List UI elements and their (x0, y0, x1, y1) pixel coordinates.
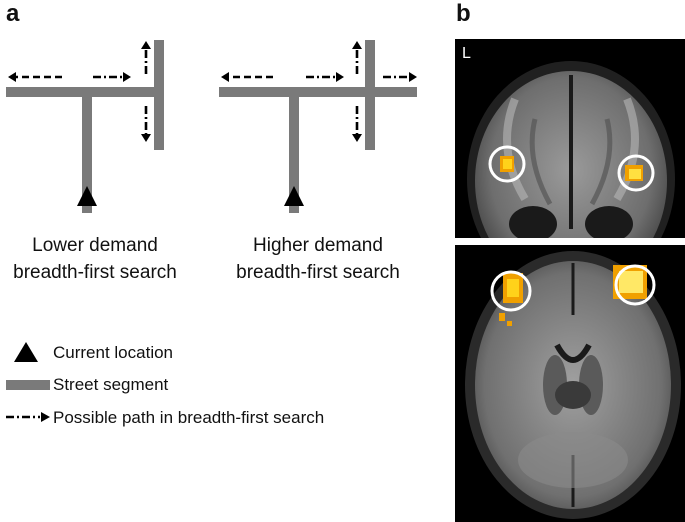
left-hemisphere-label: L (462, 45, 471, 62)
legend-possible-path: Possible path in breadth-first search (53, 408, 325, 427)
street-segment-icon (6, 380, 50, 390)
street-segment-horizontal (219, 87, 417, 97)
triangle-icon (14, 342, 38, 362)
lower-demand-caption: Lower demand breadth-first search (13, 235, 177, 283)
roi-circle (490, 270, 532, 312)
legend-current-location: Current location (53, 343, 174, 362)
axial-brain-image (455, 245, 685, 522)
current-location-marker (284, 186, 304, 206)
street-segment-vertical-left (82, 87, 92, 213)
higher-demand-diagram (219, 40, 417, 213)
dash-dot-arrow-icon (6, 412, 50, 422)
roi-circle (617, 154, 655, 192)
panel-b-letter: b (456, 0, 471, 27)
street-segment-vertical-right (365, 40, 375, 150)
roi-circle (614, 264, 656, 306)
street-segment-vertical-left (289, 87, 299, 213)
current-location-marker (77, 186, 97, 206)
coronal-brain-image: L (455, 39, 685, 238)
roi-circle (488, 145, 526, 183)
lower-demand-diagram (6, 40, 164, 213)
street-segment-vertical-right (154, 40, 164, 150)
panel-a-letter: a (6, 0, 20, 27)
legend-street-segment: Street segment (53, 375, 169, 394)
higher-demand-caption: Higher demand breadth-first search (236, 235, 400, 283)
